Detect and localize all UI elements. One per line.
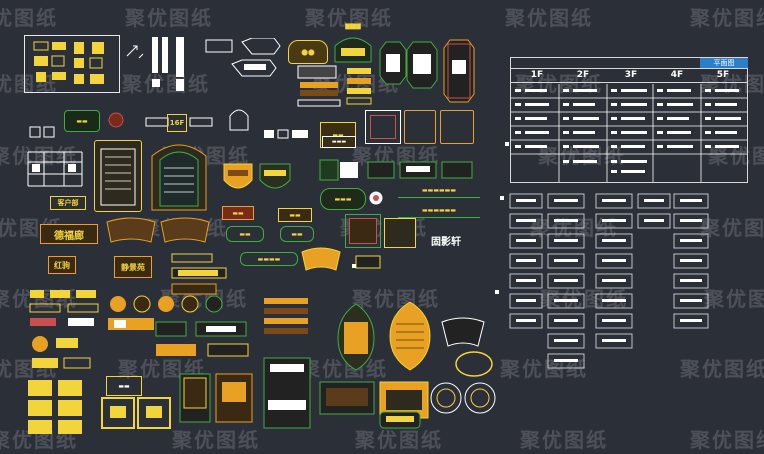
vertical-sign-set — [150, 35, 190, 93]
red-frame-sign — [365, 110, 401, 144]
watermark: 聚优图纸 — [0, 6, 58, 30]
octagon-sign-green — [378, 40, 408, 86]
framed-sign-red — [345, 214, 381, 248]
floor-header-row: 1F 2F 3F 4F 5F — [511, 70, 747, 82]
watermark: 聚优图纸 — [125, 6, 213, 30]
floor-header: 3F — [624, 70, 638, 80]
directory-title-badge: 平面图 — [700, 58, 748, 68]
marker-dot — [505, 142, 509, 146]
door-plaque-grid — [508, 192, 714, 372]
white-frame-sign: ▬▬▬ — [322, 136, 356, 148]
yellow-text-sign-center: ▬▬▬ — [320, 188, 366, 210]
brown-frame-sign-b — [440, 110, 474, 144]
oval-outline-sign — [454, 350, 494, 378]
arrow-banner: ▬▬▬▬ — [240, 252, 298, 266]
arch-sign — [333, 34, 373, 64]
watermark: 聚优图纸 — [505, 6, 593, 30]
green-plate-sign: ▬▬ — [64, 110, 100, 132]
dark-plate-group — [296, 64, 344, 108]
arched-notice-board — [150, 140, 208, 212]
floor-header: 5F — [716, 70, 730, 80]
yellow-tag-small — [350, 252, 382, 272]
fan-sign-lower-right — [440, 316, 486, 350]
fan-sign-gold — [300, 246, 342, 272]
wooden-strip-stack — [262, 296, 312, 338]
big-plaque: 德福廊 — [40, 224, 98, 244]
arrow-icon — [125, 40, 145, 60]
marker-dot — [495, 290, 499, 294]
brown-plate-b: ▬▬ — [278, 208, 312, 222]
green-outline-sign-stack — [150, 320, 260, 368]
floor-header: 2F — [576, 70, 590, 80]
sign-cluster-center — [318, 158, 360, 182]
orange-lantern-sign — [388, 300, 432, 372]
directory-rows — [511, 84, 747, 182]
hanging-sign-row — [366, 156, 476, 186]
floor-header: 1F — [530, 70, 544, 80]
pictogram-frame — [24, 35, 120, 93]
octagon-sign-white — [405, 40, 439, 90]
fan-sign: ⬤⬤ — [288, 40, 328, 64]
marker-dot — [500, 196, 504, 200]
outline-sign-set — [202, 37, 282, 88]
jin-sheng-yuan-sign: 静景苑 — [114, 256, 152, 278]
pictogram-icons — [32, 40, 116, 90]
green-scroll-sign — [378, 410, 422, 430]
lock-icon-set — [28, 124, 58, 138]
yellow-strip-set — [170, 252, 230, 298]
watermark: 聚优图纸 — [690, 428, 764, 452]
gold-notice-board — [94, 140, 142, 212]
small-tag-row — [262, 126, 312, 142]
yellow-square-pair — [100, 396, 172, 430]
small-plaque: 客户部 — [50, 196, 86, 210]
long-yellow-banner-2: ▬▬▬▬▬▬ — [398, 204, 480, 218]
lamp-icon — [106, 110, 126, 130]
gold-toilet-sign-grid — [26, 378, 90, 438]
door-sign-16f: 16F — [167, 114, 187, 132]
wall-plate-pair — [144, 116, 214, 132]
watermark: 聚优图纸 — [690, 6, 764, 30]
badge-row-2 — [106, 314, 158, 336]
green-lantern-sign — [336, 302, 376, 372]
green-plate-b: ▬▬ — [280, 226, 314, 242]
octagon-sign-brown — [442, 38, 476, 104]
badge-row — [108, 292, 228, 316]
yellow-plate-column — [345, 66, 373, 106]
yellow-signage-lower-left — [28, 334, 98, 374]
brown-fan-sign-pair — [105, 214, 211, 248]
framed-sign-yellow — [384, 218, 416, 248]
building-elevation — [26, 146, 84, 188]
gu-ying-xuan-sign: 固影轩 — [431, 236, 461, 248]
brown-frame-sign-a — [404, 110, 436, 144]
brown-plate-a: ▬▬ — [222, 206, 254, 220]
floor-header: 4F — [670, 70, 684, 80]
shield-sign-gold — [222, 162, 254, 196]
watermark: 聚优图纸 — [520, 428, 608, 452]
green-frame-info-pair — [178, 372, 258, 428]
round-badge-pair — [430, 378, 500, 418]
gold-frame-label: ▬▬ — [106, 376, 142, 396]
watermark: 聚优图纸 — [172, 428, 260, 452]
shield-sign-green — [258, 162, 292, 196]
hong-ju-sign: 红驹 — [48, 256, 76, 274]
green-frame-info-board — [262, 356, 312, 430]
tombstone-sign — [228, 106, 250, 132]
round-emblem — [368, 190, 384, 206]
title-text-sign: ████ — [345, 24, 361, 30]
floor-directory-table: 平面图 1F 2F 3F 4F 5F — [510, 57, 748, 183]
wood-display-sign — [318, 380, 376, 416]
yellow-icon-grid-left — [28, 286, 108, 336]
long-yellow-banner: ▬▬▬▬▬▬ — [398, 184, 480, 198]
green-plate-a: ▬▬ — [226, 226, 264, 242]
